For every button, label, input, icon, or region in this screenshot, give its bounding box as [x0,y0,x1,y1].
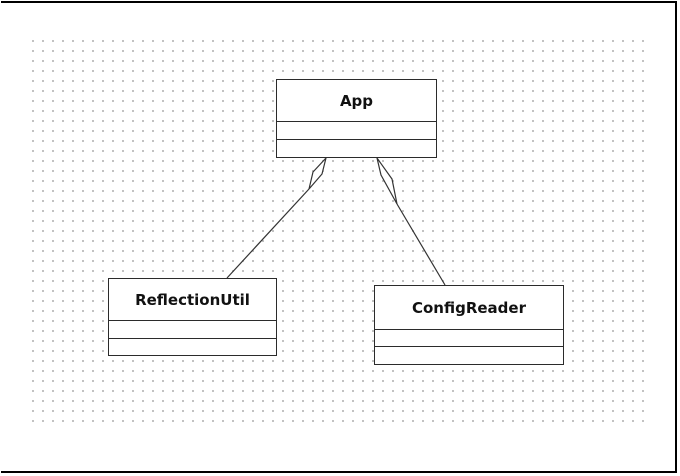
class-name: ConfigReader [375,286,563,330]
class-box-reflectionutil[interactable]: ReflectionUtil [108,278,277,356]
aggregation-diamond [376,157,398,205]
aggregation-app-configreader[interactable] [376,157,446,286]
operations-compartment [375,347,563,363]
aggregation-app-reflectionutil[interactable] [226,157,327,279]
aggregation-diamond [308,157,327,190]
attributes-compartment [277,122,436,140]
attributes-compartment [375,330,563,347]
class-box-configreader[interactable]: ConfigReader [374,285,564,365]
class-box-app[interactable]: App [276,79,437,158]
operations-compartment [277,140,436,156]
operations-compartment [109,339,276,354]
aggregation-line [226,188,310,279]
class-name: App [277,80,436,122]
aggregation-line [396,203,446,286]
class-name: ReflectionUtil [109,279,276,321]
attributes-compartment [109,321,276,339]
